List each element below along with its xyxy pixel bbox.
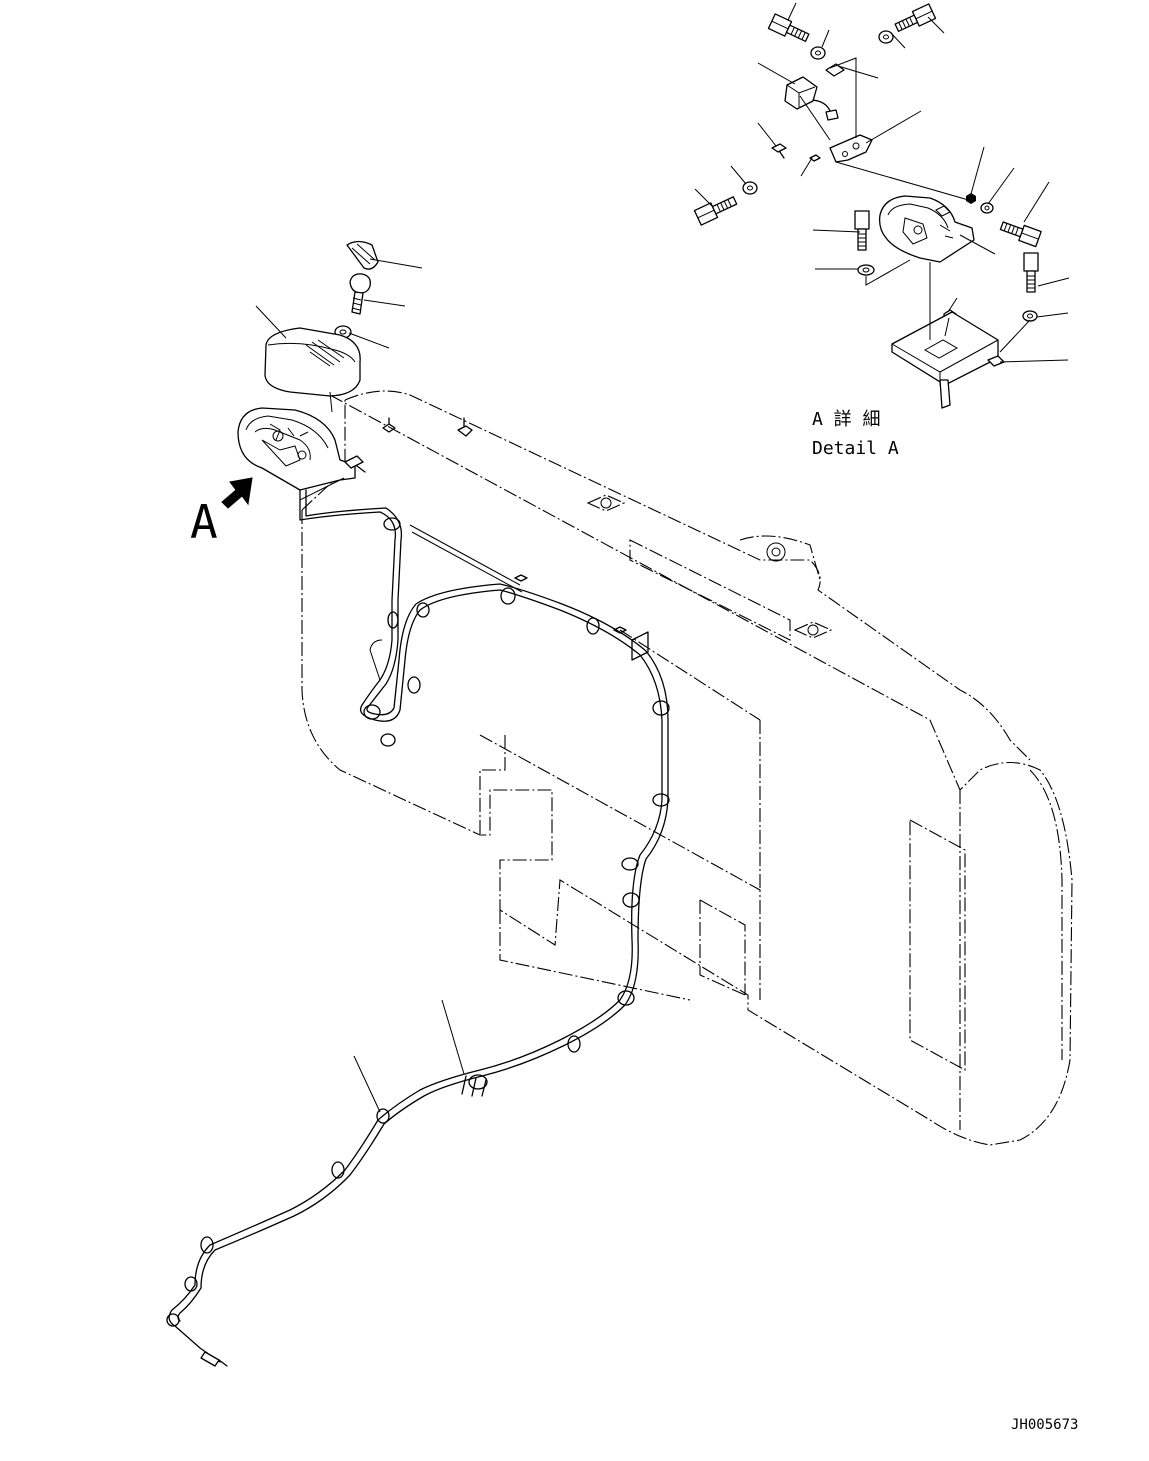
detail-caption-english: Detail A — [812, 438, 899, 459]
drawing-number: JH005673 — [1011, 1417, 1078, 1433]
work-lamp-assembly — [237, 240, 379, 501]
detail-caption-japanese: A 詳 細 — [812, 409, 881, 430]
detail-a-exploded-view — [693, 3, 1042, 409]
leader-lines — [255, 2, 1070, 1113]
wiring-harness — [166, 489, 670, 1367]
view-arrow-a — [221, 477, 253, 509]
callout-letter-a: A — [190, 495, 218, 549]
counterweight-body — [301, 390, 1073, 1146]
